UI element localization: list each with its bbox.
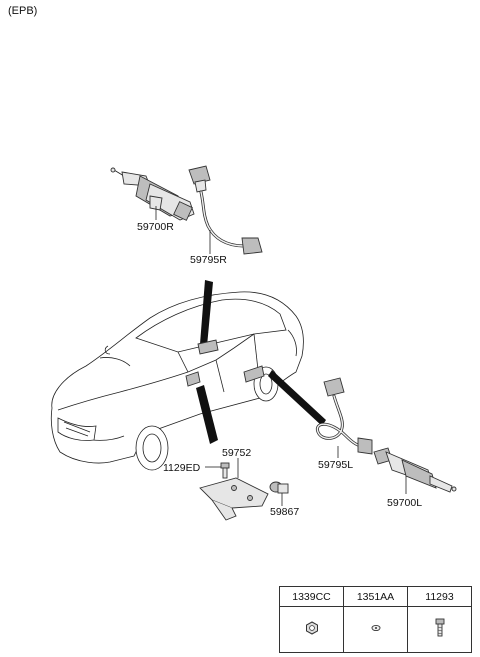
actuator-59700R	[110, 167, 195, 221]
callout-rear-right	[200, 280, 213, 346]
table-header-11293: 11293	[407, 586, 472, 607]
hardware-table: 1339CC 1351AA 11293	[279, 586, 472, 653]
bracket-59752	[199, 477, 269, 521]
car-outline	[50, 291, 304, 471]
actuator-59700L	[373, 447, 457, 493]
callout-rear-left	[268, 370, 326, 426]
label-59752: 59752	[222, 447, 251, 459]
label-59867: 59867	[270, 506, 299, 518]
cable-59795R	[188, 165, 263, 255]
label-59795L: 59795L	[318, 459, 353, 471]
label-59700L: 59700L	[387, 497, 422, 509]
label-59795R: 59795R	[190, 254, 227, 266]
nut-icon	[305, 621, 318, 635]
callout-bracket	[196, 385, 218, 444]
cable-59795L	[315, 377, 373, 455]
bolt-icon	[435, 618, 444, 637]
diagram-title: (EPB)	[8, 5, 38, 17]
label-59700R: 59700R	[137, 221, 174, 233]
bolt-1129ED	[220, 462, 230, 479]
table-header-1351AA: 1351AA	[343, 586, 408, 607]
clip-icon	[371, 624, 380, 632]
label-1129ED: 1129ED	[163, 462, 201, 474]
table-header-1339CC: 1339CC	[279, 586, 344, 607]
grommet-59867	[269, 481, 289, 494]
